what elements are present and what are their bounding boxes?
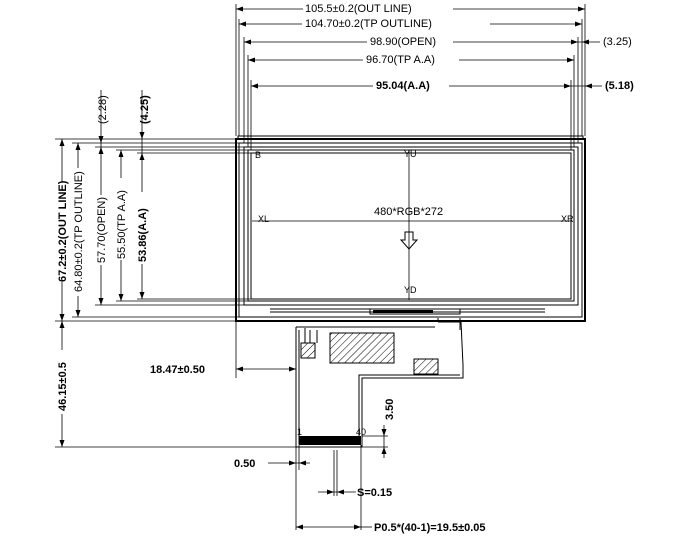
dim-offset-top-2: (4.25) bbox=[139, 95, 151, 124]
panel-center-lines bbox=[252, 150, 572, 300]
dim-tp-outline-width: 104.70±0.2(TP OUTLINE) bbox=[305, 18, 432, 30]
tp-outline-frame bbox=[238, 142, 583, 318]
pin-last-label: 40 bbox=[356, 427, 366, 437]
label-xr: XR bbox=[561, 214, 574, 224]
panel-labels: B YU XL XR YD 480*RGB*272 bbox=[255, 149, 574, 295]
fpc-outline bbox=[295, 321, 464, 448]
pin-contacts bbox=[299, 436, 361, 445]
left-dimensions: 67.2±0.2(OUT LINE) 64.80±0.2(TP OUTLINE)… bbox=[55, 90, 296, 448]
component-right bbox=[413, 358, 439, 375]
orientation-arrow-icon bbox=[399, 231, 419, 250]
bottom-strip-dark bbox=[373, 310, 433, 313]
tp-aa-frame bbox=[247, 149, 575, 302]
dim-pin-spacing: S=0.15 bbox=[357, 487, 392, 499]
fpc-cable: 1 40 bbox=[295, 318, 464, 448]
dim-fpc-tail-height: 3.50 bbox=[384, 399, 396, 420]
dim-pitch: P0.5*(40-1)=19.5±0.05 bbox=[374, 522, 486, 534]
dim-aa-height: 53.86(A.A) bbox=[137, 208, 149, 262]
label-yd: YD bbox=[404, 285, 417, 295]
corner-mark: B bbox=[255, 150, 261, 160]
dim-tp-aa-width: 96.70(TP A.A) bbox=[366, 54, 435, 66]
top-tab-frame bbox=[237, 135, 584, 140]
dim-fpc-length: 46.15±0.5 bbox=[57, 362, 69, 411]
dim-out-line-width: 105.5±0.2(OUT LINE) bbox=[305, 3, 412, 15]
label-yu: YU bbox=[404, 149, 417, 159]
resolution-label: 480*RGB*272 bbox=[374, 206, 443, 218]
dim-offset-right-2: (5.18) bbox=[605, 80, 634, 92]
dim-tp-aa-height: 55.50(TP A.A) bbox=[116, 190, 128, 259]
dim-open-height: 57.70(OPEN) bbox=[96, 197, 108, 263]
dim-pin-margin: 0.50 bbox=[234, 458, 255, 470]
panel-outlines bbox=[235, 135, 586, 322]
fpc-dimensions: 18.47±0.50 3.50 0.50 S=0.15 P0.5*(40-1)=… bbox=[150, 321, 486, 534]
top-dimensions: 105.5±0.2(OUT LINE) 104.70±0.2(TP OUTLIN… bbox=[235, 2, 634, 150]
dim-offset-right-1: (3.25) bbox=[603, 36, 632, 48]
component-left bbox=[300, 342, 316, 359]
dim-open-width: 98.90(OPEN) bbox=[370, 36, 436, 48]
pin-first-label: 1 bbox=[297, 427, 302, 437]
dim-tp-outline-height: 64.80±0.2(TP OUTLINE) bbox=[73, 171, 85, 292]
aa-frame bbox=[250, 152, 572, 300]
open-frame bbox=[243, 146, 579, 306]
dim-offset-top-1: (2.28) bbox=[97, 95, 109, 124]
dim-aa-width: 95.04(A.A) bbox=[376, 80, 430, 92]
bottom-strip bbox=[369, 308, 461, 315]
dim-out-line-height: 67.2±0.2(OUT LINE) bbox=[57, 180, 69, 282]
driver-chip bbox=[329, 332, 395, 364]
label-xl: XL bbox=[258, 214, 269, 224]
dim-fpc-offset: 18.47±0.50 bbox=[150, 364, 205, 376]
